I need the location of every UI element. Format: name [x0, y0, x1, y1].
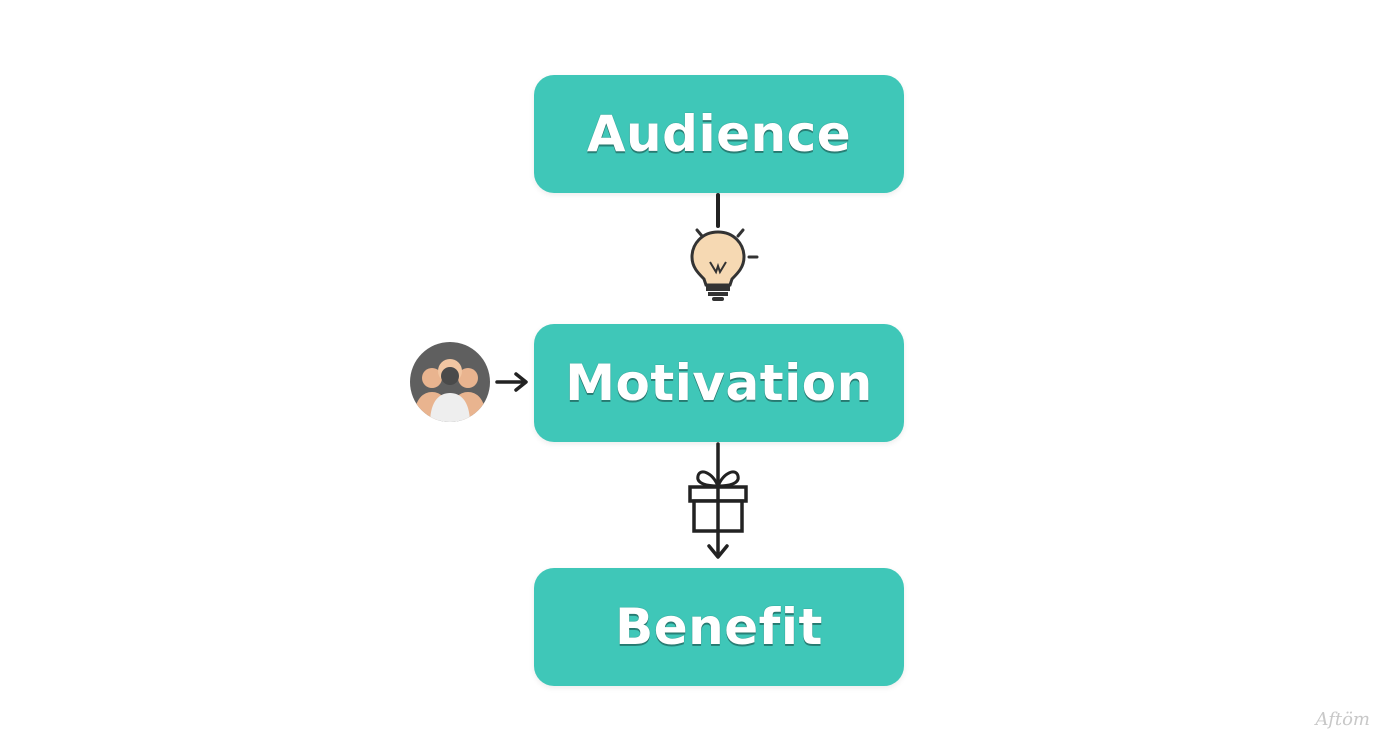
audience-group-avatar-icon: [410, 342, 490, 422]
audience-box: Audience: [534, 75, 904, 193]
benefit-label: Benefit: [615, 598, 823, 656]
arrow-right-icon: [495, 372, 528, 392]
lightbulb-icon: [690, 228, 759, 301]
arrowhead-down-icon: [707, 544, 729, 559]
audience-label: Audience: [586, 105, 852, 163]
motivation-label: Motivation: [565, 354, 873, 412]
motivation-box: Motivation: [534, 324, 904, 442]
watermark-text: Aftöm: [1315, 709, 1370, 730]
gift-icon: [688, 470, 748, 533]
benefit-box: Benefit: [534, 568, 904, 686]
